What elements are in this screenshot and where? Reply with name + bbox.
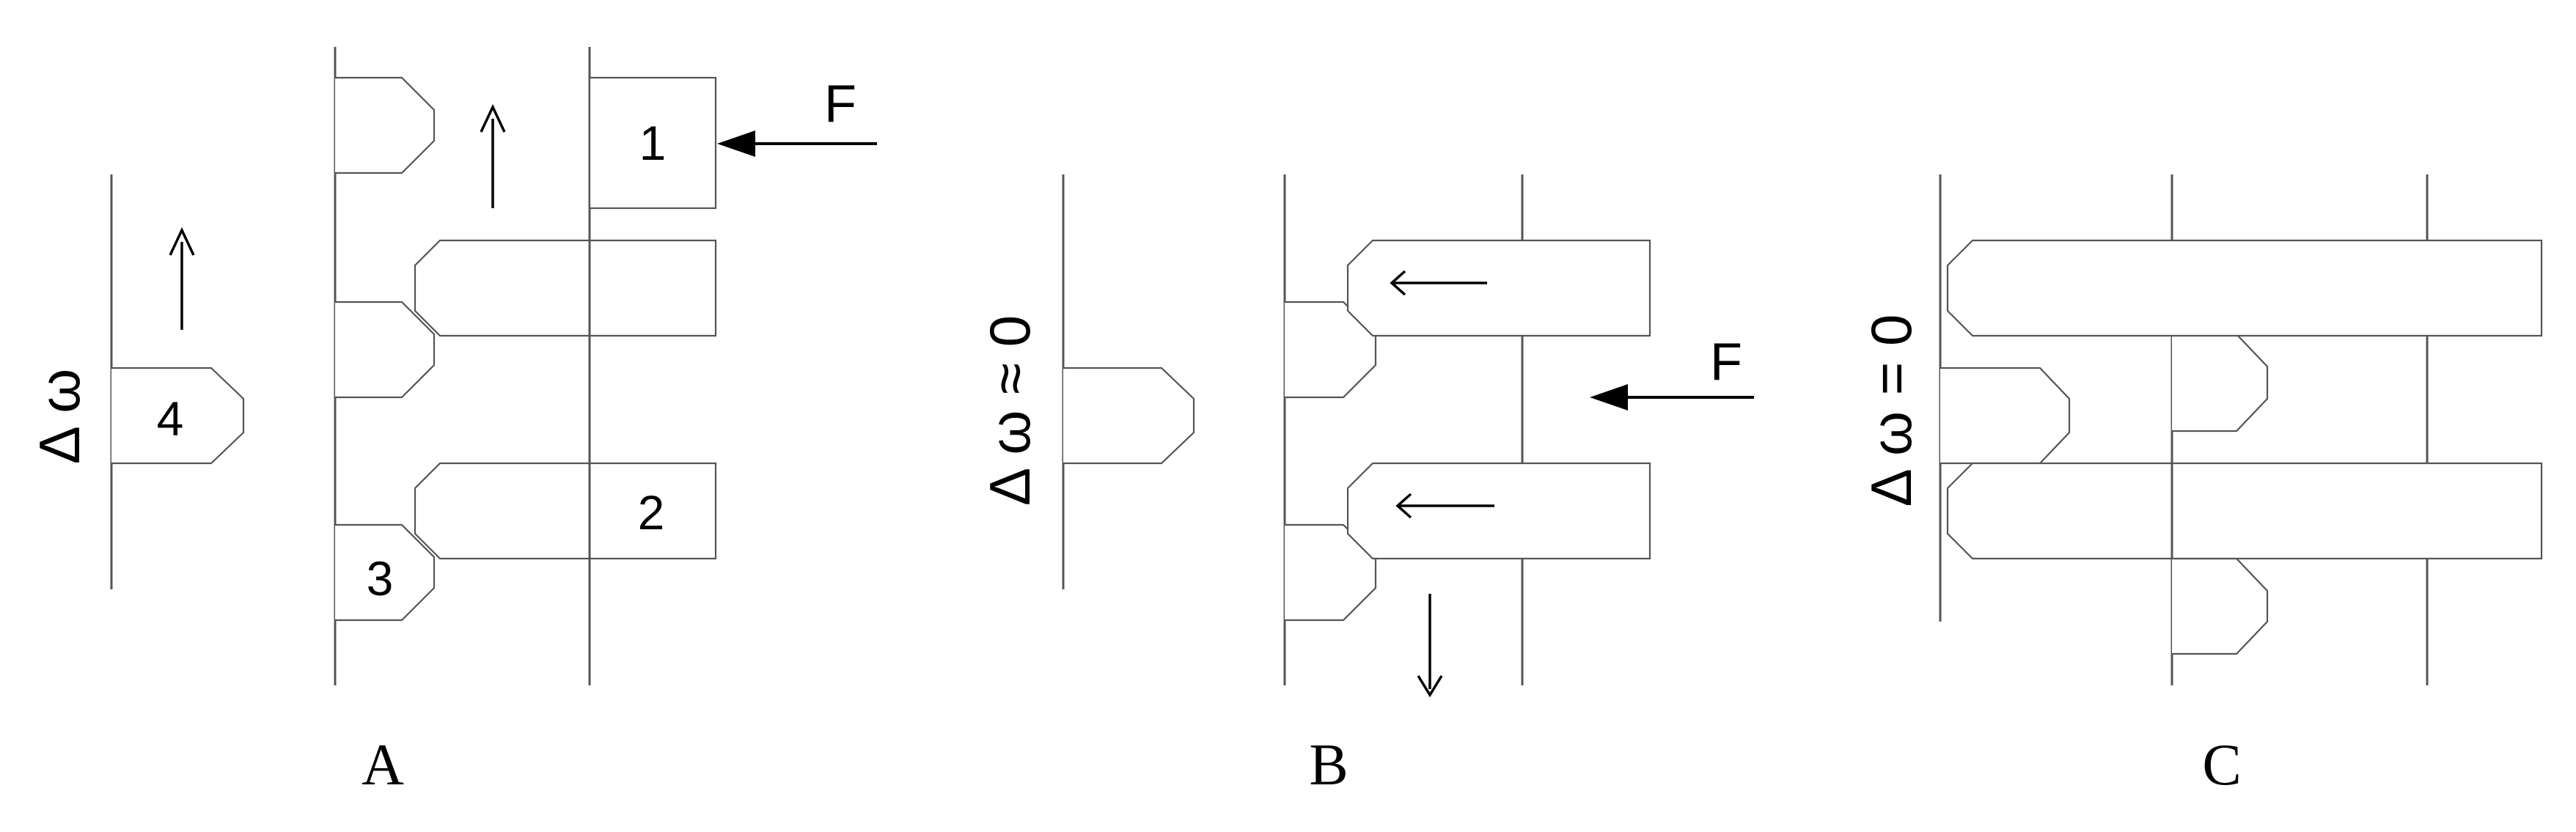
tooth-2 [414,462,717,560]
hub-tooth-c-mid-1 [2172,333,2269,432]
rotation-arrow-up-a-left [169,227,195,330]
hub-tooth-b-1 [1285,301,1377,399]
sleeve-tooth-b-upper [1346,239,1651,337]
panel-caption-a: A [362,733,404,798]
slide-arrow-b-upper [1390,270,1487,296]
hub-tooth-c-left [1940,367,2071,465]
tooth-4-label: 4 [157,391,184,446]
panel-caption-b: B [1309,733,1348,798]
force-arrow-a [717,130,877,157]
panel-c: Δ ω = 0 C [1859,174,2543,798]
panel-a: 4 Δ ω 3 2 1 F A [27,47,877,798]
hub-tooth-b-2 [1285,523,1377,622]
hub-tooth-a-2 [335,301,436,399]
hub-tooth-c-mid-2 [2172,557,2269,655]
slide-arrow-b-lower [1395,493,1494,519]
sleeve-tooth-c-upper [1946,239,2543,337]
force-arrow-b [1590,384,1754,411]
tooth-2-label: 2 [638,485,665,540]
rotation-arrow-up-a-mid [480,103,506,208]
tooth-4 [111,367,245,465]
panel-b: Δ ω ≈ 0 F B [977,174,1754,798]
force-label-a: F [824,75,856,133]
sleeve-tooth-a-upper [414,239,717,337]
delta-omega-label-c: Δ ω = 0 [1859,314,1923,507]
hub-tooth-a-1 [335,76,436,174]
hub-tooth-b-left [1063,367,1195,465]
tooth-3 [335,523,436,622]
tooth-1-label: 1 [639,116,667,170]
sleeve-tooth-b-lower [1346,462,1651,560]
rotation-arrow-down-b [1417,594,1443,698]
force-label-b: F [1710,333,1742,391]
delta-omega-label-b: Δ ω ≈ 0 [977,315,1042,506]
sleeve-tooth-c-lower [1946,462,2543,560]
panel-caption-c: C [2202,733,2241,798]
delta-omega-label-a: Δ ω [27,369,92,464]
tooth-1 [588,76,717,210]
tooth-3-label: 3 [367,551,394,605]
